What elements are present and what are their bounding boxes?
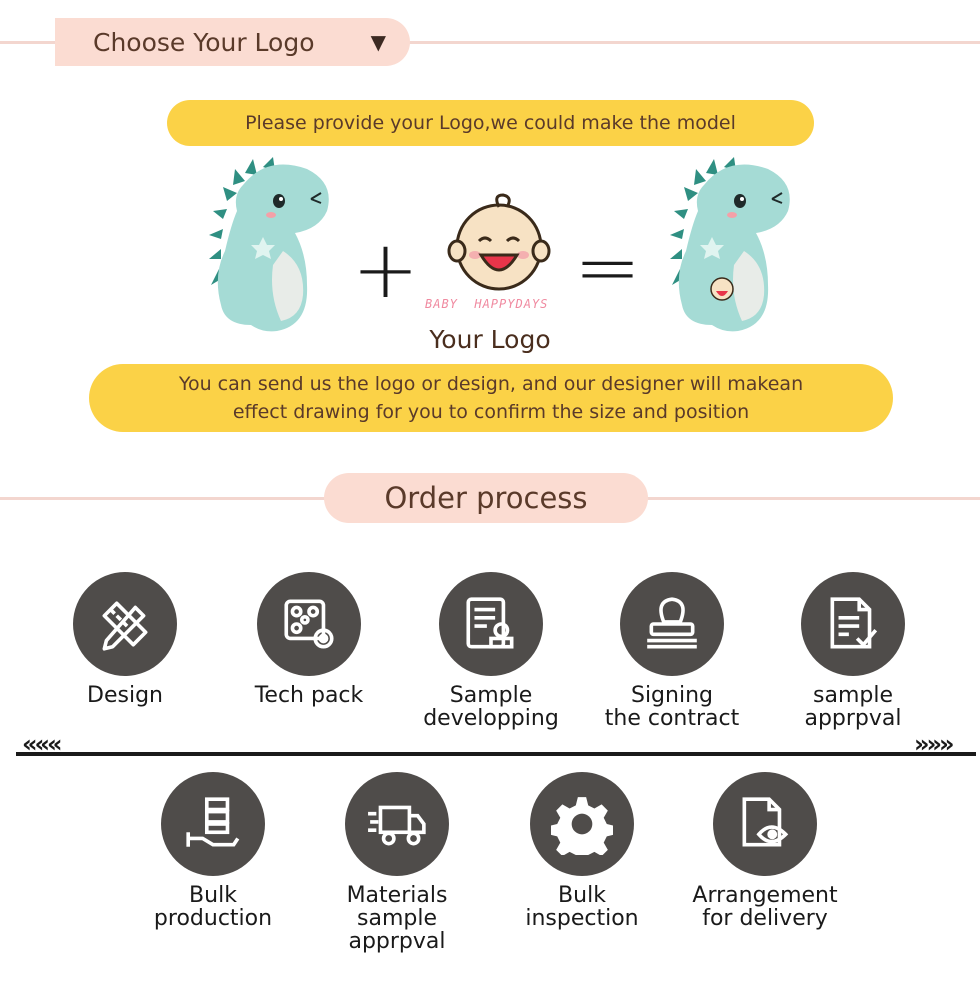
provide-logo-text: Please provide your Logo,we could make t… xyxy=(245,112,736,134)
step-design: Design xyxy=(40,572,210,707)
truck-icon xyxy=(345,772,449,876)
process-timeline xyxy=(16,752,976,756)
step-tech-pack-label: Tech pack xyxy=(254,683,364,708)
dinosaur-teether-image xyxy=(209,157,329,332)
choose-logo-header[interactable]: Choose Your Logo ▼ xyxy=(55,18,410,66)
plus-sign: + xyxy=(352,223,420,316)
design-note-line2: effect drawing for you to confirm the si… xyxy=(232,401,750,423)
design-note-banner: You can send us the logo or design, and … xyxy=(89,364,893,432)
step-design-label: Design xyxy=(87,683,163,708)
provide-logo-banner: Please provide your Logo,we could make t… xyxy=(167,100,814,146)
baby-logo-icon xyxy=(447,193,551,291)
baby-brand-text: BABY HAPPYDAYS xyxy=(425,297,549,311)
divider-order-left xyxy=(0,497,330,500)
design-note-line1: You can send us the logo or design, and … xyxy=(178,373,804,395)
divider-top-left xyxy=(0,41,60,44)
chevron-down-icon[interactable]: ▼ xyxy=(370,30,386,54)
divider-order-right xyxy=(642,497,980,500)
order-process-header: Order process xyxy=(324,473,648,523)
hand-boxes-icon xyxy=(161,772,265,876)
step-tech-pack: Tech pack xyxy=(224,572,394,707)
chevrons-right-icon: »»» xyxy=(914,730,954,758)
your-logo-caption: Your Logo xyxy=(429,325,551,354)
gear-icon xyxy=(530,772,634,876)
pencil-ruler-icon xyxy=(73,572,177,676)
document-eye-icon xyxy=(713,772,817,876)
document-check-icon xyxy=(801,572,905,676)
document-stamp-icon xyxy=(439,572,543,676)
stamp-icon xyxy=(620,572,724,676)
dinosaur-with-logo-image xyxy=(670,157,790,332)
order-process-title: Order process xyxy=(384,481,588,515)
equals-sign: = xyxy=(574,221,642,314)
choose-logo-title: Choose Your Logo xyxy=(93,27,315,57)
tech-pack-icon xyxy=(257,572,361,676)
divider-top-right xyxy=(405,41,980,44)
